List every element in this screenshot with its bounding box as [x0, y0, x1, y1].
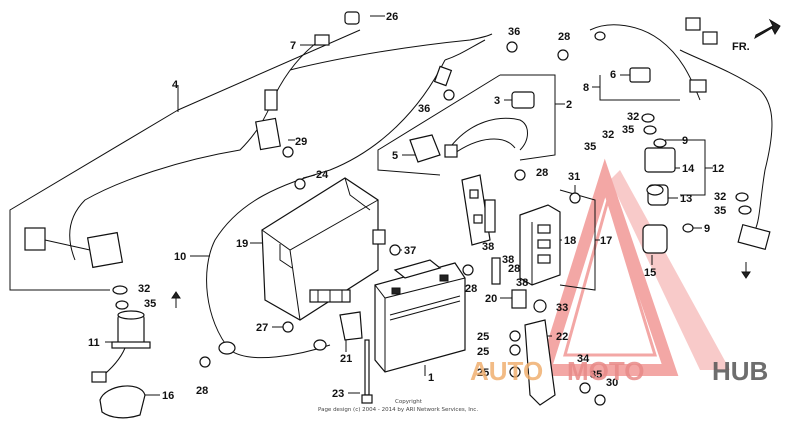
- callout-8: 8: [583, 82, 589, 94]
- callout-3: 3: [494, 95, 500, 107]
- callout-23: 23: [332, 388, 344, 400]
- callout-35-b: 35: [622, 124, 634, 136]
- callout-10: 10: [174, 251, 186, 263]
- battery: [374, 259, 466, 373]
- callout-14: 14: [682, 163, 695, 175]
- callout-7: 7: [290, 40, 296, 52]
- callout-38-a: 38: [482, 241, 494, 253]
- callout-2: 2: [566, 99, 572, 111]
- callout-9-upper: 9: [682, 135, 688, 147]
- copyright-line2: Page design (c) 2004 - 2014 by ARI Netwo…: [318, 407, 478, 413]
- callout-22: 22: [556, 331, 568, 343]
- callout-30: 30: [606, 377, 618, 389]
- callout-26: 26: [386, 11, 398, 23]
- wire-harness-4: [24, 11, 493, 269]
- callout-31: 31: [568, 171, 580, 183]
- sub-harness-8: [589, 17, 773, 251]
- callout-17: 17: [600, 235, 612, 247]
- callout-16: 16: [162, 390, 174, 402]
- callout-19: 19: [236, 238, 248, 250]
- callout-11: 11: [88, 337, 100, 349]
- front-label: FR.: [732, 41, 750, 53]
- callout-6: 6: [610, 69, 616, 81]
- callout-32-c: 32: [602, 129, 614, 141]
- callout-25-b: 25: [477, 346, 489, 358]
- callout-27: 27: [256, 322, 268, 334]
- bracket-21: [339, 311, 363, 341]
- callout-32-a: 32: [138, 283, 150, 295]
- starter-relay: [91, 310, 151, 383]
- watermark-auto: AUTO: [470, 356, 543, 386]
- mount-bracket: [509, 289, 556, 406]
- callout-25-c: 25: [477, 367, 489, 379]
- callout-4: 4: [172, 79, 179, 91]
- callout-28-d: 28: [508, 263, 520, 275]
- washer-32-left: [112, 285, 129, 310]
- copyright-note: Copyright Page design (c) 2004 - 2014 by…: [318, 399, 478, 413]
- callout-33: 33: [556, 302, 568, 314]
- callout-38-b: 38: [502, 254, 514, 266]
- callout-35-e: 35: [590, 369, 602, 381]
- callout-36-b: 36: [418, 103, 430, 115]
- callout-25-a: 25: [477, 331, 489, 343]
- watermark-moto: MOTO: [567, 356, 645, 386]
- front-arrow-icon: [754, 18, 781, 40]
- relay-cover: [99, 385, 146, 419]
- direction-arrows: [171, 262, 751, 308]
- callout-38-c: 38: [516, 277, 528, 289]
- callout-32-d: 32: [714, 191, 726, 203]
- watermark-triangle: [536, 158, 730, 376]
- callout-35-c: 35: [584, 141, 596, 153]
- fuse-holder: [461, 174, 501, 285]
- callout-15: 15: [644, 267, 656, 279]
- watermark-hub: HUB: [712, 356, 768, 386]
- battery-box: [261, 177, 386, 321]
- callout-35-a: 35: [144, 298, 156, 310]
- callout-9-lower: 9: [704, 223, 710, 235]
- fuse-box: [519, 204, 561, 286]
- positive-cable: [409, 91, 535, 163]
- bolt-23: [361, 339, 373, 404]
- wire-harness-main: [206, 39, 486, 359]
- callout-35-d: 35: [714, 205, 726, 217]
- callout-20: 20: [485, 293, 497, 305]
- callout-28-c: 28: [536, 167, 548, 179]
- regulator: [642, 147, 676, 254]
- watermark-logo: AUTO MOTO HUB: [470, 356, 768, 386]
- callout-34: 34: [577, 353, 590, 365]
- small-bolts: [199, 41, 606, 406]
- callout-21: 21: [340, 353, 352, 365]
- callout-29: 29: [295, 136, 307, 148]
- washers-right: [641, 113, 752, 233]
- callout-labels: 1 2 3 4 5 6 7 8 9 9 10 11 12 13 14 15 16…: [88, 11, 726, 402]
- callout-1: 1: [428, 372, 434, 384]
- callout-28-a: 28: [196, 385, 208, 397]
- callout-28-e: 28: [465, 283, 477, 295]
- copyright-line1: Copyright: [395, 399, 423, 405]
- callout-13: 13: [680, 193, 692, 205]
- callout-28-b: 28: [558, 31, 570, 43]
- callout-5: 5: [392, 150, 398, 162]
- callout-12: 12: [712, 163, 724, 175]
- callout-32-b: 32: [627, 111, 639, 123]
- front-direction-indicator: FR.: [732, 18, 781, 53]
- callout-24: 24: [316, 169, 329, 181]
- callout-18: 18: [564, 235, 576, 247]
- callout-36-a: 36: [508, 26, 520, 38]
- callout-37: 37: [404, 245, 416, 257]
